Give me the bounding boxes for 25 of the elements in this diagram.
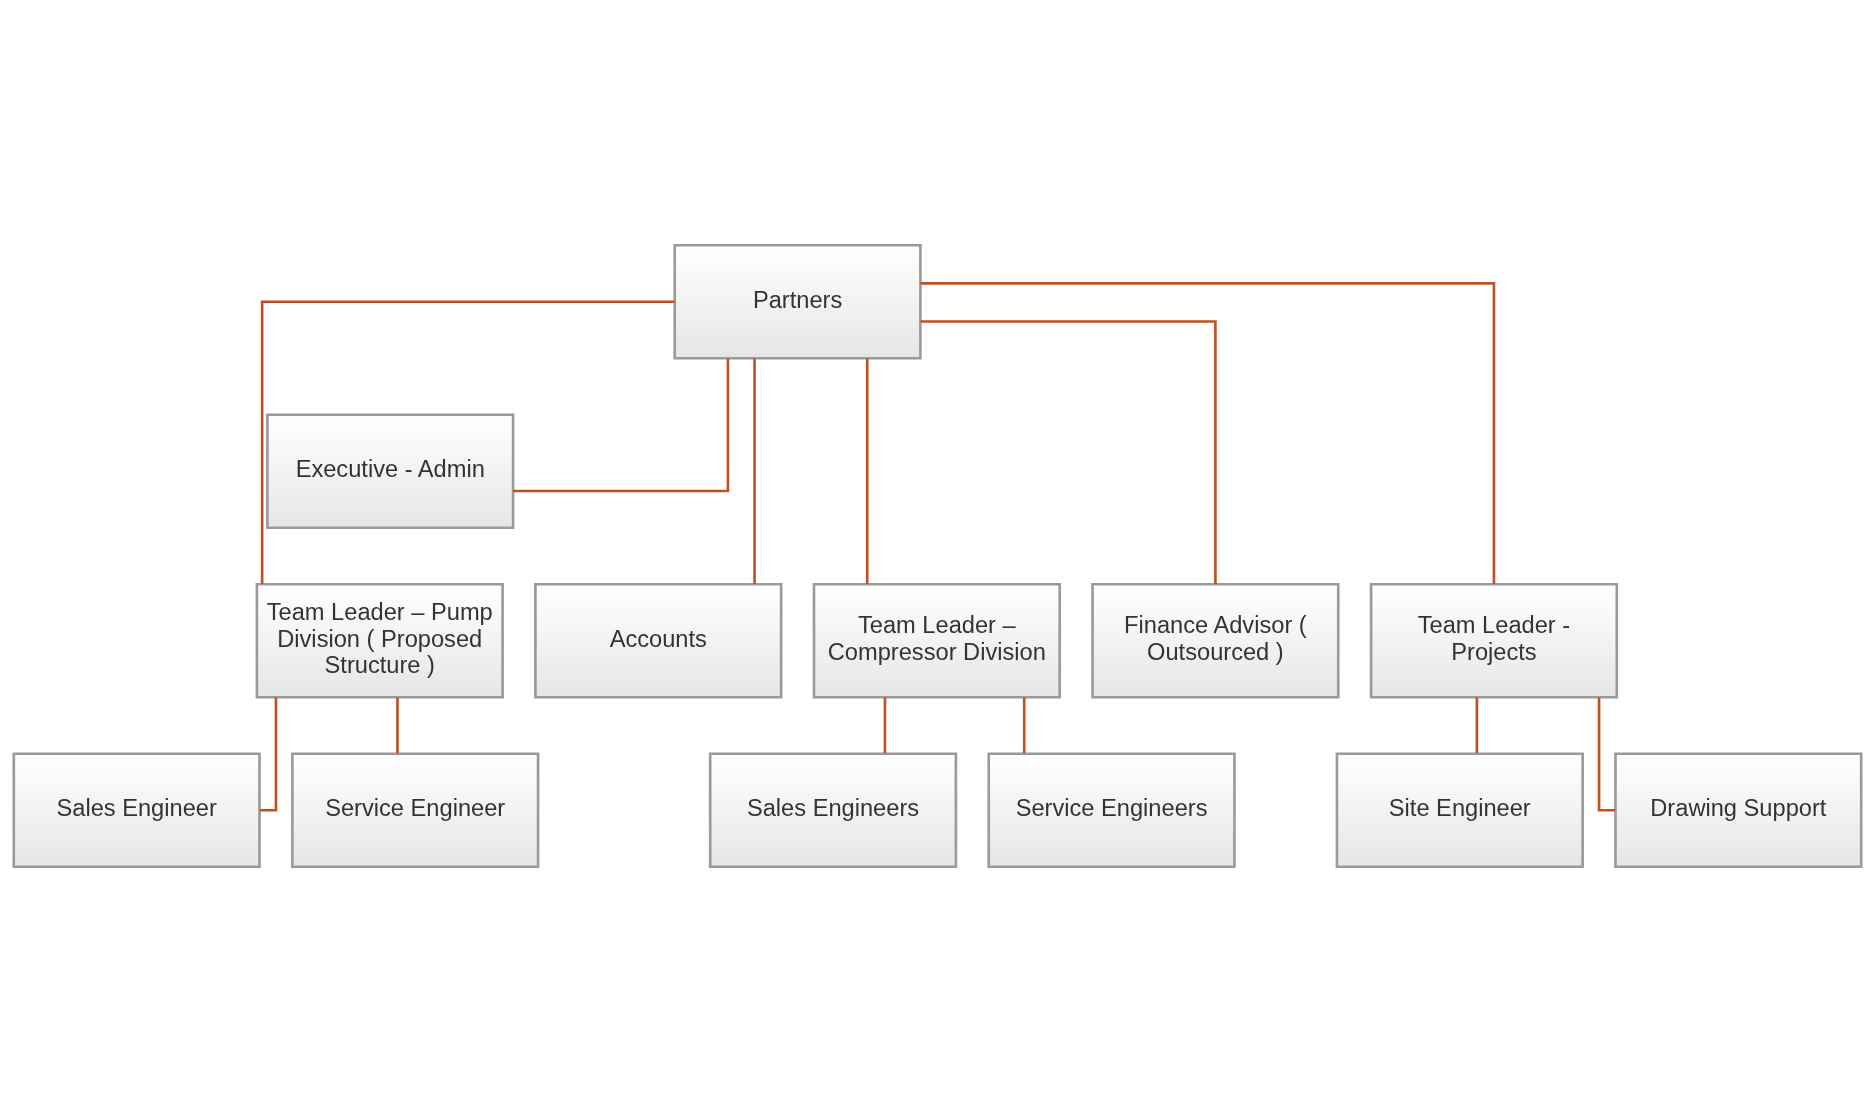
connector: [920, 282, 1496, 585]
connector: [753, 358, 756, 584]
node-box: Finance Advisor ( Outsourced ): [1091, 582, 1340, 699]
node-box: Partners: [673, 243, 922, 360]
node-box: Sales Engineers: [708, 752, 958, 869]
connector: [1022, 697, 1026, 754]
node-box: Accounts: [534, 582, 783, 699]
connector: [883, 697, 887, 754]
connector: [513, 358, 730, 493]
node-box: Team Leader – Compressor Division: [812, 582, 1061, 699]
node-box: Drawing Support: [1614, 752, 1863, 869]
node-box: Service Engineer: [291, 752, 540, 869]
node-box: Team Leader - Projects: [1369, 582, 1619, 699]
connector: [920, 320, 1217, 585]
node-box: Site Engineer: [1335, 752, 1584, 869]
connector: [259, 697, 278, 812]
connector: [1475, 697, 1479, 754]
node-box: Service Engineers: [987, 752, 1236, 869]
connector: [865, 358, 869, 584]
node-box: Sales Engineer: [12, 752, 261, 869]
connector: [1597, 697, 1616, 812]
connector: [396, 697, 399, 754]
connector: [260, 300, 675, 584]
node-box: Team Leader – Pump Division ( Proposed Structure ): [255, 582, 504, 699]
node-box: Executive - Admin: [266, 413, 515, 530]
